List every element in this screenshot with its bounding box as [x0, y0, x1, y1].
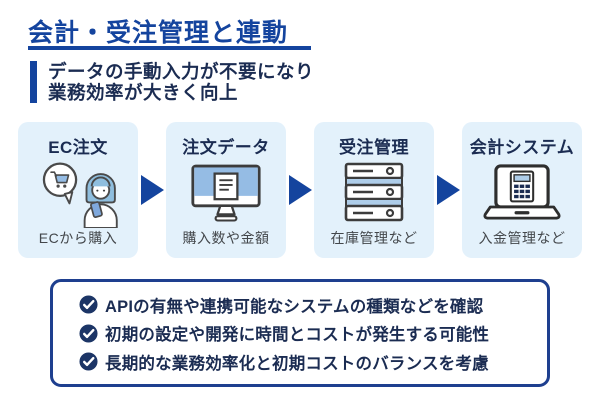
lede-accent-bar — [30, 61, 37, 103]
step-caption: ECから購入 — [38, 230, 118, 246]
right-arrow-icon — [436, 175, 460, 205]
shopper-smartphone-icon — [38, 158, 118, 228]
right-arrow-icon — [140, 175, 164, 205]
lede-text: データの手動入力が不要になり 業務効率が大きく向上 — [48, 61, 314, 103]
step-label: 注文データ — [182, 138, 270, 157]
laptop-calculator-icon — [481, 158, 563, 228]
consideration-checklist: APIの有無や連携可能なシステムの種類などを確認 初期の設定や開発に時間とコスト… — [50, 279, 550, 387]
lede-block: データの手動入力が不要になり 業務効率が大きく向上 — [30, 61, 314, 103]
checklist-item-text: 初期の設定や開発に時間とコストが発生する可能性 — [105, 326, 490, 344]
flow-step-accounting-system: 会計システム 入金管理など — [462, 122, 582, 258]
checklist-item-text: APIの有無や連携可能なシステムの種類などを確認 — [105, 297, 484, 316]
right-arrow-icon — [288, 175, 312, 205]
flow-step-order-management: 受注管理 在庫管理など — [314, 122, 434, 258]
step-caption: 購入数や金額 — [182, 230, 270, 246]
flow-step-ec-order: EC注文 ECから購入 — [18, 122, 138, 258]
lede-line-2: 業務効率が大きく向上 — [48, 82, 239, 103]
step-label: EC注文 — [48, 138, 108, 157]
server-stack-icon — [343, 158, 405, 228]
monitor-document-icon — [190, 158, 262, 228]
step-label: 受注管理 — [339, 138, 409, 157]
checklist-item-text: 長期的な業務効率化と初期コストのバランスを考慮 — [105, 354, 489, 373]
check-circle-icon — [79, 295, 98, 314]
step-caption: 在庫管理など — [330, 230, 418, 246]
title-underline — [28, 46, 311, 50]
flow-step-order-data: 注文データ 購入数や金額 — [166, 122, 286, 258]
check-circle-icon — [79, 323, 98, 343]
step-caption: 入金管理など — [478, 230, 566, 246]
check-circle-icon — [79, 352, 98, 371]
step-label: 会計システム — [469, 138, 575, 157]
checklist-item: APIの有無や連携可能なシステムの種類などを確認 — [79, 293, 531, 317]
page-title: 会計・受注管理と連動 — [28, 19, 289, 47]
process-flow: EC注文 ECから購入 — [18, 122, 582, 258]
checklist-item: 長期的な業務効率化と初期コストのバランスを考慮 — [79, 350, 531, 374]
lede-line-1: データの手動入力が不要になり — [48, 61, 315, 82]
checklist-item: 初期の設定や開発に時間とコストが発生する可能性 — [79, 321, 531, 345]
